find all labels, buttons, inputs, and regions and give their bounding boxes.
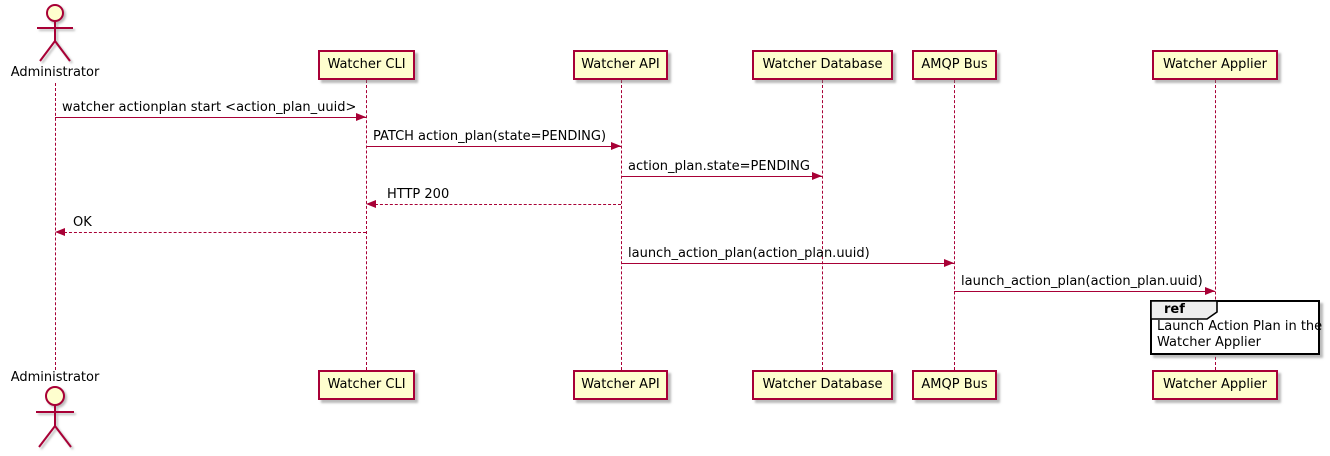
message-label: OK xyxy=(73,215,92,230)
arrowhead-right-icon xyxy=(356,113,366,121)
participant-amqp-bus-top: AMQP Bus xyxy=(912,50,997,80)
message-line xyxy=(621,263,954,264)
message-label: action_plan.state=PENDING xyxy=(628,159,810,174)
lifeline-watcher-cli xyxy=(366,80,367,370)
arrowhead-left-icon xyxy=(55,228,65,236)
ref-text-line: Watcher Applier xyxy=(1157,335,1261,350)
arrowhead-right-icon xyxy=(1205,287,1215,295)
arrowhead-left-icon xyxy=(366,200,376,208)
participant-watcher-database-bottom: Watcher Database xyxy=(752,370,893,400)
lifeline-amqp-bus xyxy=(954,80,955,370)
participant-amqp-bus-bottom: AMQP Bus xyxy=(912,370,997,400)
participant-watcher-api-bottom: Watcher API xyxy=(573,370,668,400)
message-label: launch_action_plan(action_plan.uuid) xyxy=(961,274,1203,289)
participant-watcher-api-top: Watcher API xyxy=(573,50,668,80)
lifeline-watcher-applier xyxy=(1215,80,1216,370)
lifeline-administrator xyxy=(55,83,56,370)
actor-label-bottom: Administrator xyxy=(10,370,100,385)
message-label: watcher actionplan start <action_plan_uu… xyxy=(62,100,357,115)
message-label: PATCH action_plan(state=PENDING) xyxy=(373,129,607,144)
participant-watcher-cli-bottom: Watcher CLI xyxy=(318,370,415,400)
arrowhead-right-icon xyxy=(812,172,822,180)
message-line xyxy=(370,204,621,205)
participant-watcher-applier-bottom: Watcher Applier xyxy=(1152,370,1278,400)
ref-text-line: Launch Action Plan in the xyxy=(1157,319,1323,334)
ref-keyword: ref xyxy=(1164,302,1185,317)
actor-administrator-icon xyxy=(37,4,73,62)
actor-label-top: Administrator xyxy=(10,65,100,80)
participant-watcher-cli-top: Watcher CLI xyxy=(318,50,415,80)
arrowhead-right-icon xyxy=(611,142,621,150)
ref-header-pentagon xyxy=(1151,301,1218,320)
message-line xyxy=(59,232,366,233)
participant-watcher-applier-top: Watcher Applier xyxy=(1152,50,1278,80)
message-label: launch_action_plan(action_plan.uuid) xyxy=(628,246,870,261)
message-label: HTTP 200 xyxy=(387,187,450,202)
arrowhead-right-icon xyxy=(944,259,954,267)
message-line xyxy=(55,117,366,118)
participant-watcher-database-top: Watcher Database xyxy=(752,50,893,80)
message-line xyxy=(621,176,822,177)
lifeline-watcher-api xyxy=(621,80,622,370)
lifeline-watcher-database xyxy=(822,80,823,370)
message-line xyxy=(366,146,621,147)
actor-administrator-icon xyxy=(36,386,74,448)
message-line xyxy=(954,291,1215,292)
ref-fragment: ref Launch Action Plan in the Watcher Ap… xyxy=(1150,300,1323,355)
